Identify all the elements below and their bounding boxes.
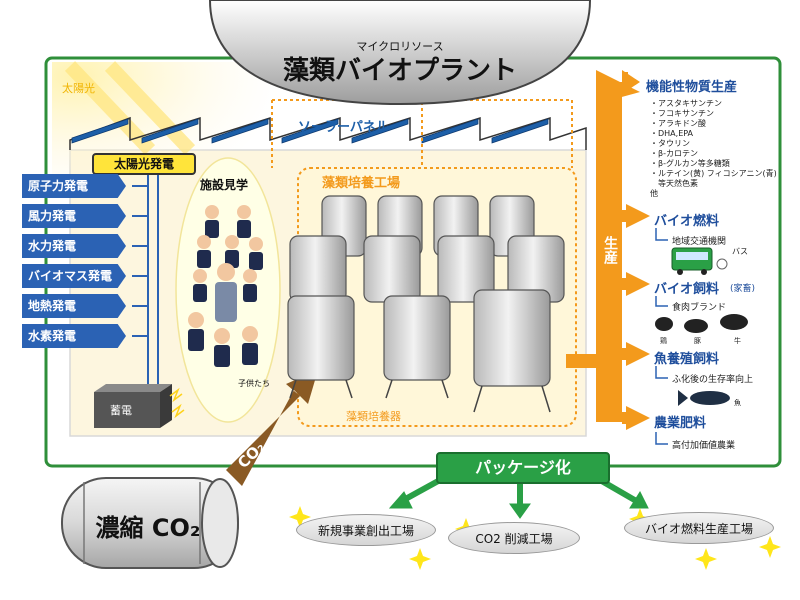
functional-item: ・アスタキサンチン [650, 99, 722, 108]
production-label: 生産 [602, 236, 618, 264]
header-subtitle: マイクロリソース [356, 40, 444, 53]
power-source-item: 風力発電 [22, 204, 126, 228]
header-dome [208, 0, 592, 106]
animal-chicken: 鶏 [660, 337, 667, 345]
solar-panel-roof [69, 116, 587, 150]
power-grid-lines [132, 166, 159, 392]
fert-title: 農業肥料 [654, 416, 707, 431]
animal-icons [655, 314, 748, 333]
functional-item: 他 [650, 189, 658, 198]
co2-cylinder [61, 477, 239, 569]
feed-sub: 食肉ブランド [672, 303, 727, 313]
animal-pig: 豚 [694, 337, 701, 345]
functional-item: ・フコキサンチン [650, 109, 714, 118]
children-label: 子供たち [238, 379, 270, 388]
factory-item: 新規事業創出工場 [296, 514, 436, 546]
concentrated-co2-label: 濃縮 CO₂ [95, 514, 201, 542]
package-label: パッケージ化 [436, 452, 610, 484]
page-title: 藻類バイオプラント [282, 56, 517, 86]
fish-title: 魚養殖飼料 [654, 352, 720, 367]
production-arrow [566, 70, 650, 430]
functional-item: ・アラキドン酸 [650, 119, 706, 128]
functional-item: ・ルテイン(黄) フィコシアニン(青) [650, 169, 777, 178]
fuel-sub: 地域交通機関 [672, 237, 727, 247]
storage-label: 蓄電 [110, 404, 132, 417]
power-source-item: 原子力発電 [22, 174, 126, 198]
factory-item: バイオ燃料生産工場 [624, 512, 774, 544]
power-source-item: 水素発電 [22, 324, 126, 348]
solar-panel-label: ソーラーパネル [298, 120, 389, 135]
algae-factory-label: 藻類培養工場 [322, 176, 401, 191]
bus-label: バス [732, 247, 748, 256]
fish-label: 魚 [734, 399, 741, 407]
sunlight-label: 太陽光 [62, 82, 95, 95]
children-figures [188, 205, 263, 367]
power-source-item: 地熱発電 [22, 294, 126, 318]
power-source-item: バイオマス発電 [22, 264, 126, 288]
fuel-title: バイオ燃料 [654, 214, 720, 229]
solar-power-label: 太陽光発電 [92, 153, 196, 175]
feed-tag: (家畜) [730, 284, 756, 294]
power-source-item: 水力発電 [22, 234, 126, 258]
package-arrows [388, 477, 649, 519]
functional-item: ・DHA,EPA [650, 129, 694, 138]
feed-title: バイオ飼料 [654, 282, 720, 297]
factory-item: CO2 削減工場 [448, 522, 580, 554]
bus-icon [671, 247, 728, 275]
co2-arrow [226, 370, 318, 486]
fish-sub: ふ化後の生存率向上 [672, 375, 754, 385]
functional-item: ・β-グルカン等多糖類 [650, 159, 730, 168]
functional-title: 機能性物質生産 [646, 80, 738, 95]
culture-device-label: 藻類培養器 [346, 410, 401, 423]
facility-tour-label: 施設見学 [200, 178, 249, 192]
functional-item: 等天然色素 [650, 179, 698, 188]
functional-item: ・β-カロテン [650, 149, 698, 158]
fert-sub: 高付加価値農業 [672, 441, 736, 451]
functional-item: ・タウリン [650, 139, 690, 148]
animal-cow: 牛 [734, 337, 741, 345]
fish-icon [678, 390, 730, 406]
storage-battery [94, 384, 172, 428]
sun-rays [64, 61, 196, 155]
culture-tanks [287, 195, 565, 413]
